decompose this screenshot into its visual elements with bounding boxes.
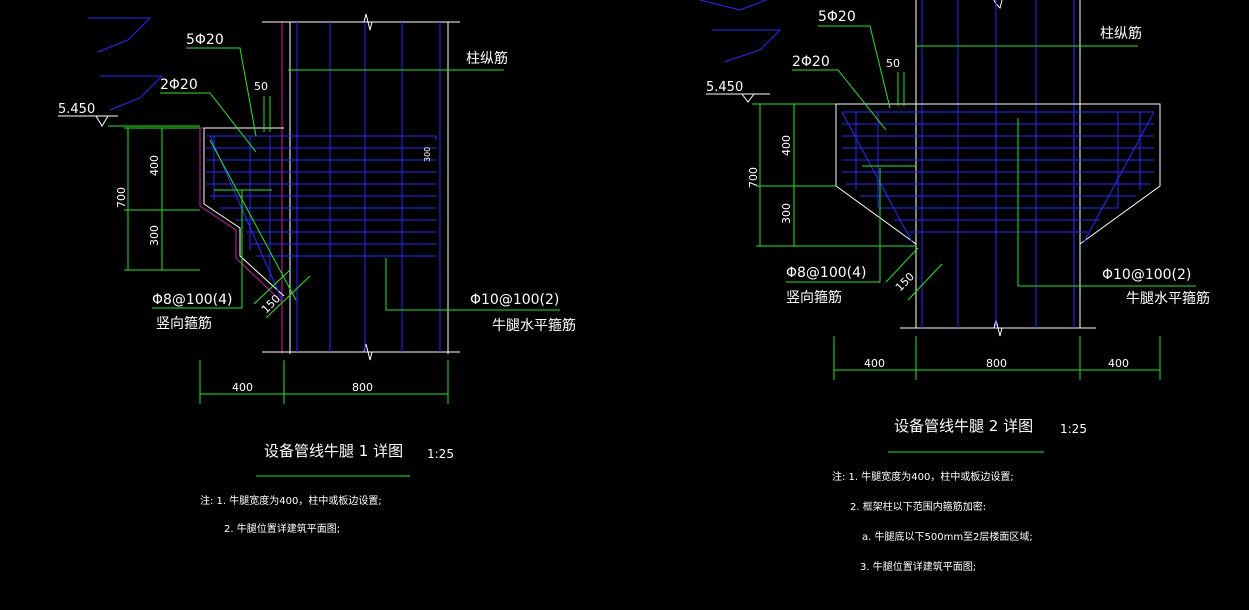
svg-text:Φ10@100(2): Φ10@100(2)	[1102, 267, 1191, 283]
detail1-top-rebar-callout: 5Φ20	[186, 32, 257, 137]
detail1-dim-400: 400	[148, 155, 161, 176]
detail-1: 5.450	[58, 13, 576, 535]
detail1-elev-triangle	[95, 115, 109, 127]
detail1-small-300: 300	[423, 147, 432, 162]
detail2-bottom-400-right: 400	[1108, 357, 1129, 370]
detail2-note-2: 2. 框架柱以下范围内箍筋加密:	[850, 500, 986, 513]
detail2-note-4: 3. 牛腿位置详建筑平面图;	[860, 560, 976, 573]
detail1-bottom-400: 400	[232, 381, 253, 394]
detail2-bottom-800: 800	[986, 357, 1007, 370]
svg-text:50: 50	[254, 80, 268, 93]
detail-2: 5.450	[699, 0, 1210, 573]
detail2-vertical-stirrup-callout: Φ8@100(4) 竖向箍筋	[786, 168, 881, 306]
detail2-mid-rebar-callout: 2Φ20	[792, 54, 887, 131]
svg-text:柱纵筋: 柱纵筋	[466, 50, 508, 67]
detail2-dim-150: 150	[885, 247, 943, 301]
detail2-top-rebar-callout: 5Φ20	[818, 9, 891, 109]
detail1-vertical-stirrup-callout: Φ8@100(4) 竖向箍筋	[152, 190, 243, 332]
detail1-left-dims	[124, 127, 200, 271]
detail2-dim-700: 700	[747, 167, 760, 188]
detail1-scale: 1:25	[427, 447, 454, 461]
detail1-col-label-callout: 柱纵筋	[288, 50, 508, 71]
detail2-bottom-400-left: 400	[864, 357, 885, 370]
detail1-dim-700: 700	[115, 187, 128, 208]
detail1-diag-leader	[209, 139, 297, 301]
detail2-note-1: 注: 1. 牛腿宽度为400，柱中或板边设置;	[832, 470, 1014, 483]
detail1-column	[262, 13, 460, 361]
detail2-left-dims	[756, 104, 916, 247]
detail2-bottom-dims	[833, 336, 1161, 380]
detail1-dim-300: 300	[148, 225, 161, 246]
detail2-elevation-symbol	[699, 0, 782, 63]
detail1-note-1: 注: 1. 牛腿宽度为400，柱中或板边设置;	[200, 494, 382, 507]
detail1-note-2: 2. 牛腿位置详建筑平面图;	[224, 522, 340, 535]
detail1-bottom-dims	[199, 360, 449, 404]
detail2-col-label-callout: 柱纵筋	[1080, 25, 1142, 47]
svg-text:Φ8@100(4): Φ8@100(4)	[152, 292, 232, 308]
detail2-dim-300: 300	[780, 203, 793, 224]
detail2-corbel-outline	[835, 103, 917, 245]
detail1-horizontal-stirrup-callout: Φ10@100(2) 牛腿水平箍筋	[385, 258, 576, 334]
detail1-bottom-800: 800	[352, 381, 373, 394]
svg-text:Φ10@100(2): Φ10@100(2)	[470, 292, 559, 308]
detail1-elevation-label: 5.450	[58, 102, 95, 117]
detail1-title: 设备管线牛腿 1 详图	[264, 442, 403, 460]
detail2-note-3: a. 牛腿底以下500mm至2层楼面区域;	[862, 530, 1033, 543]
detail1-mid-rebar-callout: 2Φ20	[160, 77, 257, 153]
detail1-column-rebars	[296, 22, 441, 352]
detail2-dim-50: 50	[886, 57, 905, 106]
svg-text:Φ8@100(4): Φ8@100(4)	[786, 265, 866, 281]
detail2-elev-triangle	[741, 93, 755, 103]
svg-text:竖向箍筋: 竖向箍筋	[156, 315, 212, 332]
svg-text:2Φ20: 2Φ20	[160, 77, 198, 93]
detail2-column	[900, 0, 1096, 337]
svg-text:5Φ20: 5Φ20	[818, 9, 856, 25]
detail2-corbel-rebar-grid	[841, 111, 1155, 243]
detail2-scale: 1:25	[1060, 422, 1087, 436]
detail2-horizontal-stirrup-callout: Φ10@100(2) 牛腿水平箍筋	[1018, 267, 1210, 307]
detail2-column-rebars	[921, 0, 1075, 328]
svg-text:柱纵筋: 柱纵筋	[1100, 25, 1142, 42]
svg-text:5Φ20: 5Φ20	[186, 32, 224, 48]
detail1-dim-50: 50	[254, 80, 271, 132]
detail1-corbel-rebar-grid	[206, 135, 437, 301]
svg-text:牛腿水平箍筋: 牛腿水平箍筋	[1126, 290, 1210, 307]
detail2-elevation-label: 5.450	[706, 80, 743, 95]
detail2-dim-400: 400	[780, 135, 793, 156]
detail2-title: 设备管线牛腿 2 详图	[894, 417, 1033, 435]
svg-text:2Φ20: 2Φ20	[792, 54, 830, 70]
svg-text:牛腿水平箍筋: 牛腿水平箍筋	[492, 317, 576, 334]
svg-text:50: 50	[886, 57, 900, 70]
detail1-elevation-symbol	[88, 17, 164, 111]
svg-text:150: 150	[893, 270, 917, 294]
svg-text:竖向箍筋: 竖向箍筋	[786, 289, 842, 306]
